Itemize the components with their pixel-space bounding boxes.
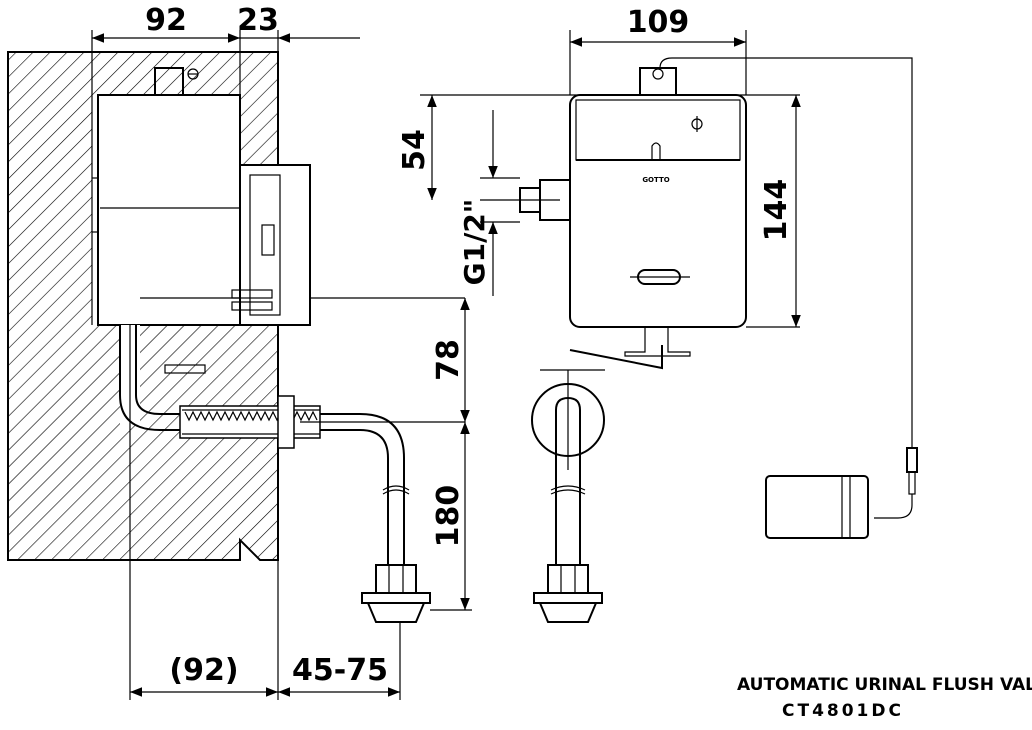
right-dimension-lines (420, 30, 801, 328)
valve-front-view (480, 57, 918, 539)
dim-outlet-projection: 45-75 (292, 653, 388, 688)
dim-inlet-thread: G1/2" (458, 199, 491, 286)
outlet-nut (375, 564, 417, 594)
dim-inlet-offset: 54 (397, 129, 432, 171)
wall-section (7, 51, 465, 700)
dim-outlet-drop: 78 (431, 339, 466, 381)
valve-body-front (569, 94, 747, 328)
top-dimension-lines (91, 30, 360, 95)
brand-mark: GOTTO (642, 176, 669, 184)
dim-box-width: 109 (627, 5, 690, 40)
vertical-dimension-lines (430, 298, 472, 611)
top-screw (154, 67, 184, 96)
battery-pack (765, 475, 869, 539)
dim-wall-depth: (92) (169, 653, 238, 688)
caption-model: CT4801DC (782, 701, 904, 721)
dim-wall-cover: 23 (237, 3, 279, 38)
dim-box-height: 144 (759, 179, 794, 242)
front-screw (639, 67, 677, 96)
dim-box-depth: 92 (145, 3, 187, 38)
caption-title: AUTOMATIC URINAL FLUSH VALVI (737, 675, 1032, 695)
dim-pipe-length: 180 (431, 485, 466, 548)
front-outlet-view (531, 345, 663, 623)
